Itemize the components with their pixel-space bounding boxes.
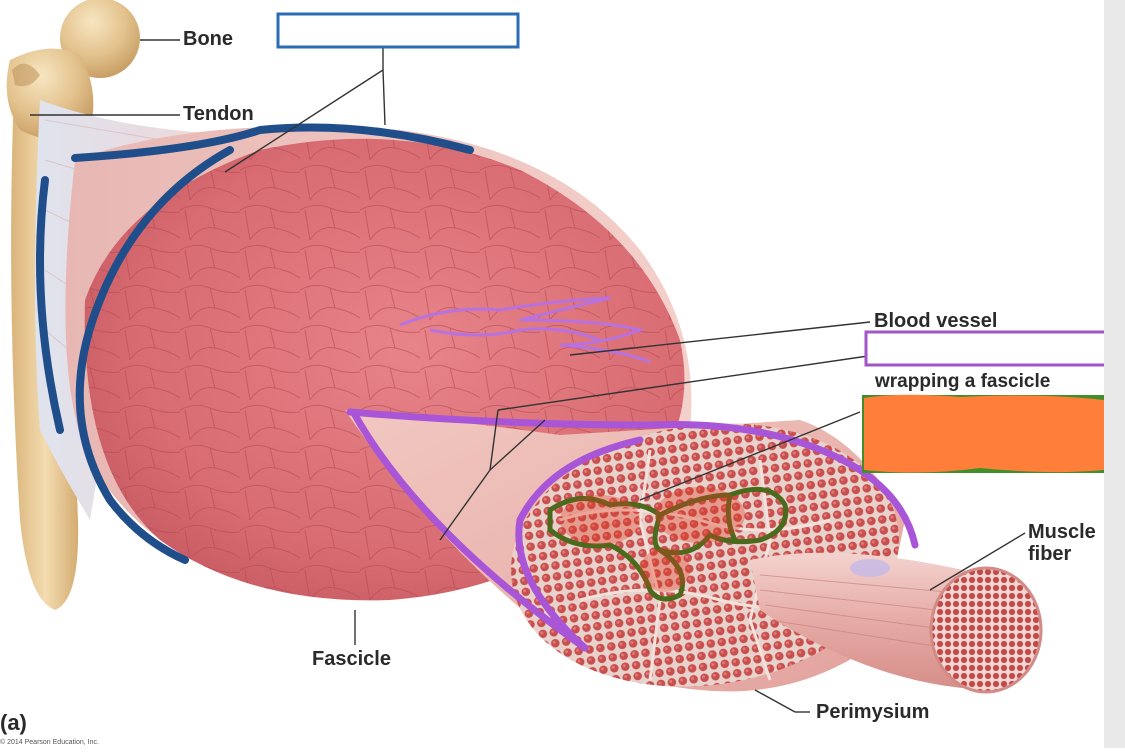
- perimysium-outline: [346, 408, 919, 652]
- epimysium-outline: [36, 123, 474, 564]
- perimysium-answer-box[interactable]: [864, 330, 1108, 367]
- endomysium-answer-box[interactable]: [864, 394, 1104, 473]
- label-fascicle: Fascicle: [312, 648, 391, 670]
- blood-vessel-scribble: [399, 296, 651, 364]
- copyright-notice: © 2014 Pearson Education, Inc.: [0, 739, 99, 746]
- scrollbar-track[interactable]: [1104, 0, 1125, 748]
- panel-label: (a): [0, 710, 27, 735]
- endomysium-highlight: [560, 487, 745, 592]
- muscle-fiber-end: [929, 566, 1043, 694]
- epimysium-answer-box[interactable]: [276, 12, 520, 49]
- label-tendon: Tendon: [183, 103, 254, 125]
- label-wrapping-fascicle: wrapping a fascicle: [875, 371, 1051, 392]
- label-blood-vessel: Blood vessel: [874, 310, 998, 332]
- label-perimysium: Perimysium: [816, 701, 930, 723]
- bone-head: [6, 0, 140, 140]
- leader-lines: [30, 39, 1026, 713]
- label-bone: Bone: [183, 28, 233, 50]
- nucleus: [850, 559, 890, 577]
- endomysium-outline: [547, 486, 789, 602]
- label-muscle-fiber: Muscle fiber: [1028, 521, 1096, 565]
